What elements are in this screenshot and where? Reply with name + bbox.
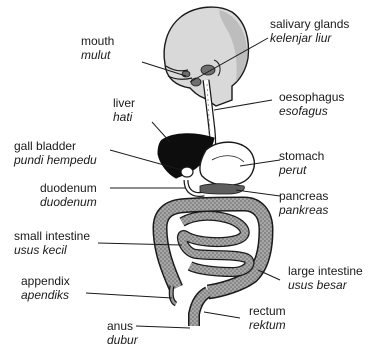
oesophagus-english: oesophagus (279, 90, 344, 104)
oesophagus-malay: esofagus (279, 104, 344, 118)
anus-malay: dubur (107, 333, 138, 347)
label-duodenum: duodenum duodenum (40, 181, 97, 209)
liver-english: liver (113, 96, 135, 110)
anus-english: anus (107, 319, 138, 333)
rectum-malay: rektum (249, 318, 286, 332)
label-liver: liver hati (113, 96, 135, 124)
label-small-intestine: small intestine usus kecil (14, 229, 90, 257)
label-pancreas: pancreas pankreas (279, 189, 328, 217)
stomach-malay: perut (279, 163, 324, 177)
pancreas-malay: pankreas (279, 203, 328, 217)
small-intestine-malay: usus kecil (14, 243, 90, 257)
pancreas-organ (200, 184, 244, 194)
label-stomach: stomach perut (279, 149, 324, 177)
label-appendix: appendix apendiks (21, 274, 70, 302)
label-rectum: rectum rektum (249, 304, 286, 332)
salivary-glands-english: salivary glands (270, 17, 349, 31)
large-intestine-malay: usus besar (288, 278, 363, 292)
label-gall-bladder: gall bladder pundi hempedu (14, 139, 97, 167)
label-oesophagus: oesophagus esofagus (279, 90, 344, 118)
appendix-english: appendix (21, 274, 70, 288)
label-salivary-glands: salivary glands kelenjar liur (270, 17, 349, 45)
gall-bladder-english: gall bladder (14, 139, 97, 153)
label-mouth: mouth mulut (81, 34, 114, 62)
liver-malay: hati (113, 110, 135, 124)
rectum-english: rectum (249, 304, 286, 318)
mouth-malay: mulut (81, 48, 114, 62)
small-intestine-organ (182, 216, 250, 272)
rectum-organ (194, 292, 208, 326)
label-anus: anus dubur (107, 319, 138, 347)
gall-bladder-organ (181, 167, 193, 177)
large-intestine-english: large intestine (288, 264, 363, 278)
appendix-malay: apendiks (21, 288, 70, 302)
duodenum-english: duodenum (40, 181, 97, 195)
small-intestine-english: small intestine (14, 229, 90, 243)
stomach-english: stomach (279, 149, 324, 163)
duodenum-malay: duodenum (40, 195, 97, 209)
label-large-intestine: large intestine usus besar (288, 264, 363, 292)
mouth-english: mouth (81, 34, 114, 48)
salivary-glands-malay: kelenjar liur (270, 31, 349, 45)
gall-bladder-malay: pundi hempedu (14, 153, 97, 167)
pancreas-english: pancreas (279, 189, 328, 203)
stomach-organ (200, 142, 254, 185)
